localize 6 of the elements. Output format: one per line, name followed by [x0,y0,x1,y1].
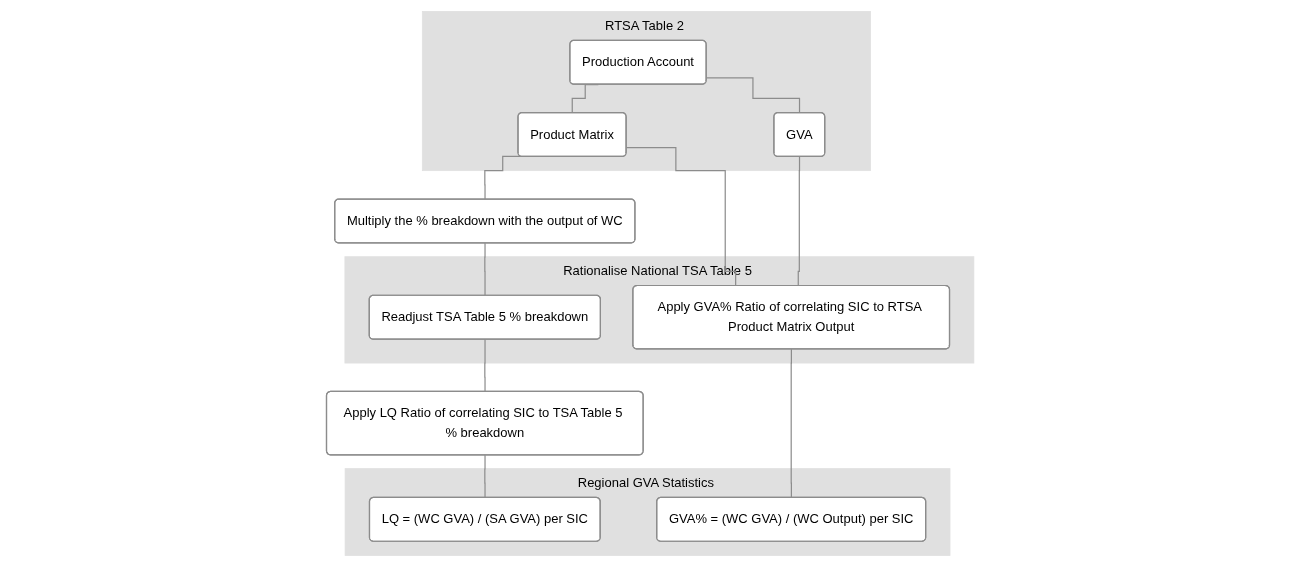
connector [705,77,801,114]
connector [796,156,801,287]
connector [484,454,486,499]
connector [484,242,486,297]
connector [790,348,792,499]
connector [484,338,486,393]
